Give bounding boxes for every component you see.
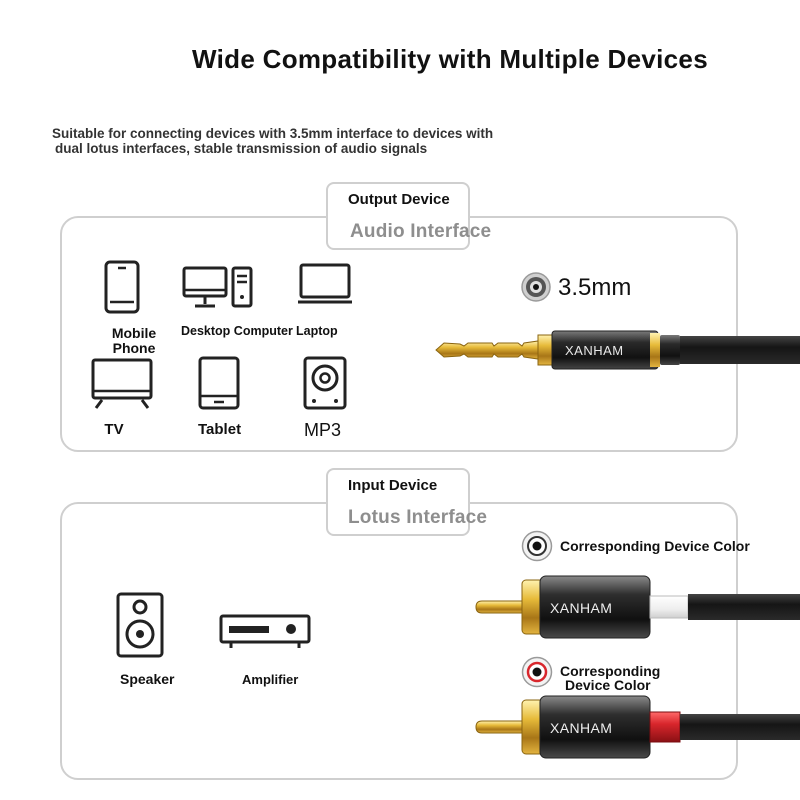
rca-plug-white: XANHAM — [474, 574, 800, 640]
input-device-title: Input Device — [348, 477, 438, 494]
red-port-icon — [521, 656, 553, 688]
mobile-phone-label: Mobile Phone — [92, 326, 176, 356]
tablet-icon — [198, 356, 240, 410]
tv-label: TV — [104, 421, 124, 438]
mp3-player-icon — [303, 356, 347, 410]
jack-3-5mm-icon — [520, 271, 552, 303]
subtitle-line-1: Suitable for connecting devices with 3.5… — [52, 126, 494, 141]
audio-interface-label: Audio Interface — [350, 221, 492, 242]
rca-plug-red: XANHAM — [474, 694, 800, 760]
subtitle-line-2: dual lotus interfaces, stable transmissi… — [55, 141, 428, 156]
output-device-title: Output Device — [348, 191, 450, 208]
mobile-phone-text: Mobile Phone — [111, 325, 157, 356]
mp3-label: MP3 — [304, 420, 342, 440]
desktop-computer-label: Desktop Computer — [181, 324, 293, 338]
red-color-label: Corresponding Device Color — [560, 664, 660, 692]
plug-brand-text: XANHAM — [565, 343, 624, 358]
tablet-label: Tablet — [198, 421, 242, 438]
red-color-label-line1: Corresponding — [560, 663, 661, 679]
page-title: Wide Compatibility with Multiple Devices — [192, 44, 708, 74]
mobile-phone-icon — [104, 260, 140, 314]
red-color-label-line2: Device Color — [565, 677, 651, 693]
white-port-icon — [521, 530, 553, 562]
white-color-label: Corresponding Device Color — [560, 538, 750, 554]
tv-icon — [90, 358, 154, 410]
page-subtitle: Suitable for connecting devices with 3.5… — [52, 126, 493, 156]
amplifier-label: Amplifier — [242, 672, 299, 687]
speaker-label: Speaker — [120, 671, 175, 687]
desktop-computer-icon — [182, 266, 254, 310]
speaker-icon — [116, 592, 164, 658]
white-plug-brand-text: XANHAM — [550, 600, 612, 616]
amplifier-icon — [219, 614, 311, 650]
laptop-label: Laptop — [296, 324, 338, 338]
red-plug-brand-text: XANHAM — [550, 720, 612, 736]
plug-3-5mm-icon: XANHAM — [434, 326, 800, 374]
lotus-interface-label: Lotus Interface — [348, 507, 488, 528]
jack-size-label: 3.5mm — [558, 274, 632, 301]
input-device-tab — [326, 468, 470, 536]
laptop-icon — [297, 263, 353, 305]
output-device-tab — [326, 182, 470, 250]
